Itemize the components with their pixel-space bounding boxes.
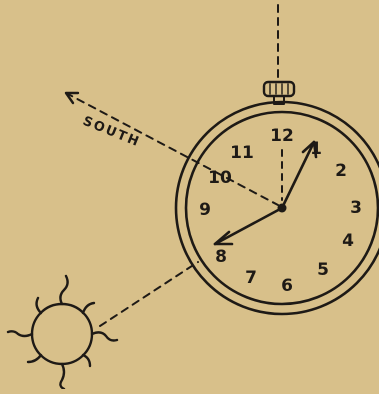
hour-hand (215, 208, 282, 244)
sun-icon (8, 276, 117, 389)
dial-numeral-7: 7 (245, 268, 257, 288)
dial-numeral-5: 5 (317, 260, 329, 280)
dial-numeral-6: 6 (281, 276, 293, 296)
dial-numeral-1: 1 (310, 139, 322, 159)
dial-numeral-3: 3 (350, 198, 362, 218)
dial-numeral-12: 12 (270, 126, 294, 146)
dial-numeral-9: 9 (199, 200, 211, 220)
dial-numeral-4: 4 (342, 231, 354, 251)
hand-pivot (278, 204, 287, 213)
dial-numeral-2: 2 (335, 161, 347, 181)
south-label: SOUTH (81, 114, 143, 151)
dial-numeral-10: 10 (208, 168, 232, 188)
dial-numeral-8: 8 (215, 247, 227, 267)
arrowhead-icon (66, 93, 78, 103)
dial-numeral-11: 11 (230, 143, 254, 163)
sun-ray-line (100, 262, 198, 326)
watch-crown-icon (264, 82, 294, 104)
